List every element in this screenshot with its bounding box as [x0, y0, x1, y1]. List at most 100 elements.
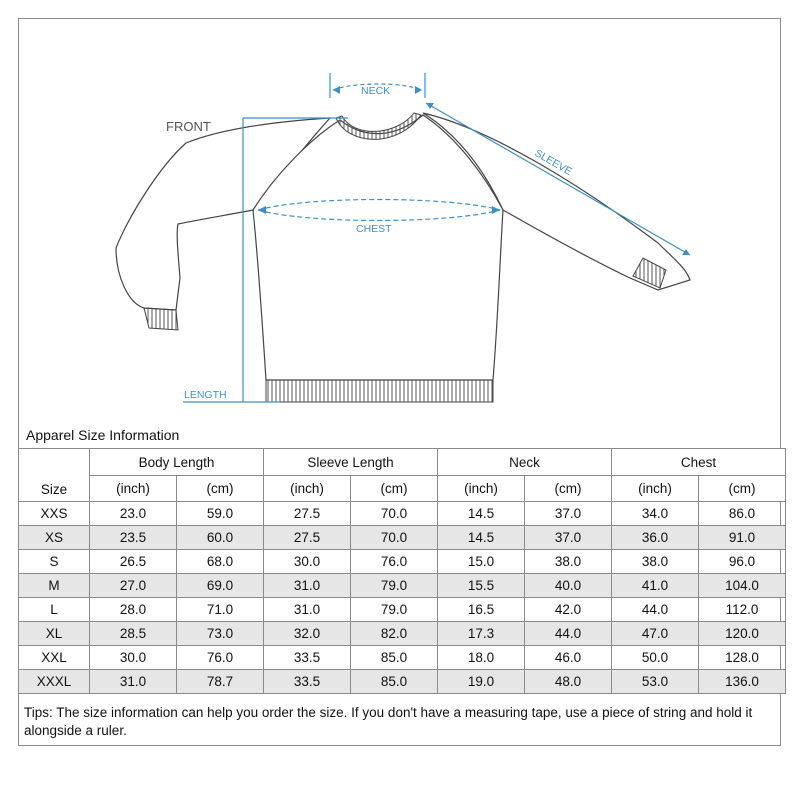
measurement-cell: 32.0 [263, 621, 351, 646]
measurement-cell: 42.0 [524, 597, 613, 622]
measure-guides [183, 73, 691, 403]
measurement-cell: 53.0 [611, 669, 700, 694]
measurement-cell: 104.0 [698, 573, 787, 598]
unit-header: (inch) [611, 475, 700, 502]
size-cell: M [18, 573, 90, 598]
measurement-cell: 85.0 [349, 669, 439, 694]
measurement-cell: 78.7 [176, 669, 264, 694]
measurement-cell: 41.0 [611, 573, 700, 598]
measurement-cell: 15.5 [437, 573, 526, 598]
measurement-cell: 68.0 [176, 549, 264, 574]
measurement-cell: 30.0 [263, 549, 351, 574]
measurement-cell: 71.0 [176, 597, 264, 622]
size-cell: XXXL [18, 669, 90, 694]
size-cell: L [18, 597, 90, 622]
measurement-cell: 70.0 [349, 525, 439, 550]
group-header-sleeve-length: Sleeve Length [262, 448, 439, 476]
front-label: FRONT [166, 119, 211, 134]
measurement-cell: 27.5 [263, 501, 351, 526]
measurement-cell: 79.0 [349, 597, 439, 622]
measurement-cell: 60.0 [176, 525, 264, 550]
measurement-cell: 86.0 [698, 501, 787, 526]
measurement-cell: 79.0 [349, 573, 439, 598]
measurement-cell: 14.5 [437, 501, 526, 526]
measurement-cell: 48.0 [524, 669, 613, 694]
size-cell: XL [18, 621, 90, 646]
measurement-cell: 27.0 [89, 573, 177, 598]
table-group-header-row: Size Body Length Sleeve Length Neck Ches… [18, 448, 787, 502]
measurement-cell: 96.0 [698, 549, 787, 574]
measurement-cell: 23.0 [89, 501, 177, 526]
measurement-cell: 27.5 [263, 525, 351, 550]
unit-header: (inch) [89, 475, 177, 502]
measurement-cell: 19.0 [437, 669, 526, 694]
group-header-chest: Chest [611, 448, 787, 476]
measurement-cell: 70.0 [349, 501, 439, 526]
measurement-cell: 73.0 [176, 621, 264, 646]
group-header-body-length: Body Length [89, 448, 264, 476]
size-cell: XXS [18, 501, 90, 526]
measurement-cell: 33.5 [263, 669, 351, 694]
measurement-cell: 26.5 [89, 549, 177, 574]
size-table: Size Body Length Sleeve Length Neck Ches… [18, 448, 787, 694]
bottom-rib [265, 379, 494, 403]
chest-label: CHEST [356, 223, 392, 235]
length-label: LENGTH [184, 389, 227, 401]
measurement-cell: 17.3 [437, 621, 526, 646]
measurement-cell: 34.0 [611, 501, 700, 526]
outer-frame [18, 18, 781, 746]
measurement-cell: 28.5 [89, 621, 177, 646]
measurement-cell: 30.0 [89, 645, 177, 670]
unit-header: (cm) [698, 475, 787, 502]
group-header-neck: Neck [437, 448, 613, 476]
table-unit-header-row: (inch) (cm) (inch) (cm) (inch) (cm) (inc… [19, 475, 787, 502]
measurement-cell: 69.0 [176, 573, 264, 598]
measurement-cell: 44.0 [524, 621, 613, 646]
right-cuff [632, 257, 667, 289]
sweater-diagram: FRONT NECK CHEST LENGTH SLEEVE [18, 18, 781, 423]
unit-header: (cm) [524, 475, 613, 502]
measurement-cell: 14.5 [437, 525, 526, 550]
size-cell: S [18, 549, 90, 574]
measurement-cell: 44.0 [611, 597, 700, 622]
measurement-cell: 46.0 [524, 645, 613, 670]
collar-rib [335, 112, 422, 140]
tips-text: Tips: The size information can help you … [24, 705, 753, 738]
measurement-cell: 37.0 [524, 501, 613, 526]
measurement-cell: 76.0 [176, 645, 264, 670]
measurement-cell: 47.0 [611, 621, 700, 646]
measurement-cell: 50.0 [611, 645, 700, 670]
measurement-cell: 36.0 [611, 525, 700, 550]
size-cell: XS [18, 525, 90, 550]
measurement-cell: 38.0 [524, 549, 613, 574]
size-column-header: Size [18, 448, 90, 502]
measurement-cell: 33.5 [263, 645, 351, 670]
measurement-cell: 16.5 [437, 597, 526, 622]
measurement-cell: 128.0 [698, 645, 787, 670]
measurement-cell: 120.0 [698, 621, 787, 646]
unit-header: (inch) [437, 475, 526, 502]
size-table-title: Apparel Size Information [26, 427, 180, 443]
neck-label: NECK [361, 85, 390, 97]
measurement-cell: 136.0 [698, 669, 787, 694]
measurement-cell: 91.0 [698, 525, 787, 550]
measurement-cell: 38.0 [611, 549, 700, 574]
measurement-cell: 15.0 [437, 549, 526, 574]
measurement-cell: 76.0 [349, 549, 439, 574]
measurement-cell: 37.0 [524, 525, 613, 550]
unit-header: (cm) [176, 475, 264, 502]
unit-header: (cm) [349, 475, 439, 502]
measurement-cell: 18.0 [437, 645, 526, 670]
measure-arrowheads [258, 86, 690, 255]
left-cuff [143, 307, 179, 331]
measurement-cell: 31.0 [263, 597, 351, 622]
measurement-cell: 112.0 [698, 597, 787, 622]
measurement-cell: 40.0 [524, 573, 613, 598]
measurement-cell: 28.0 [89, 597, 177, 622]
